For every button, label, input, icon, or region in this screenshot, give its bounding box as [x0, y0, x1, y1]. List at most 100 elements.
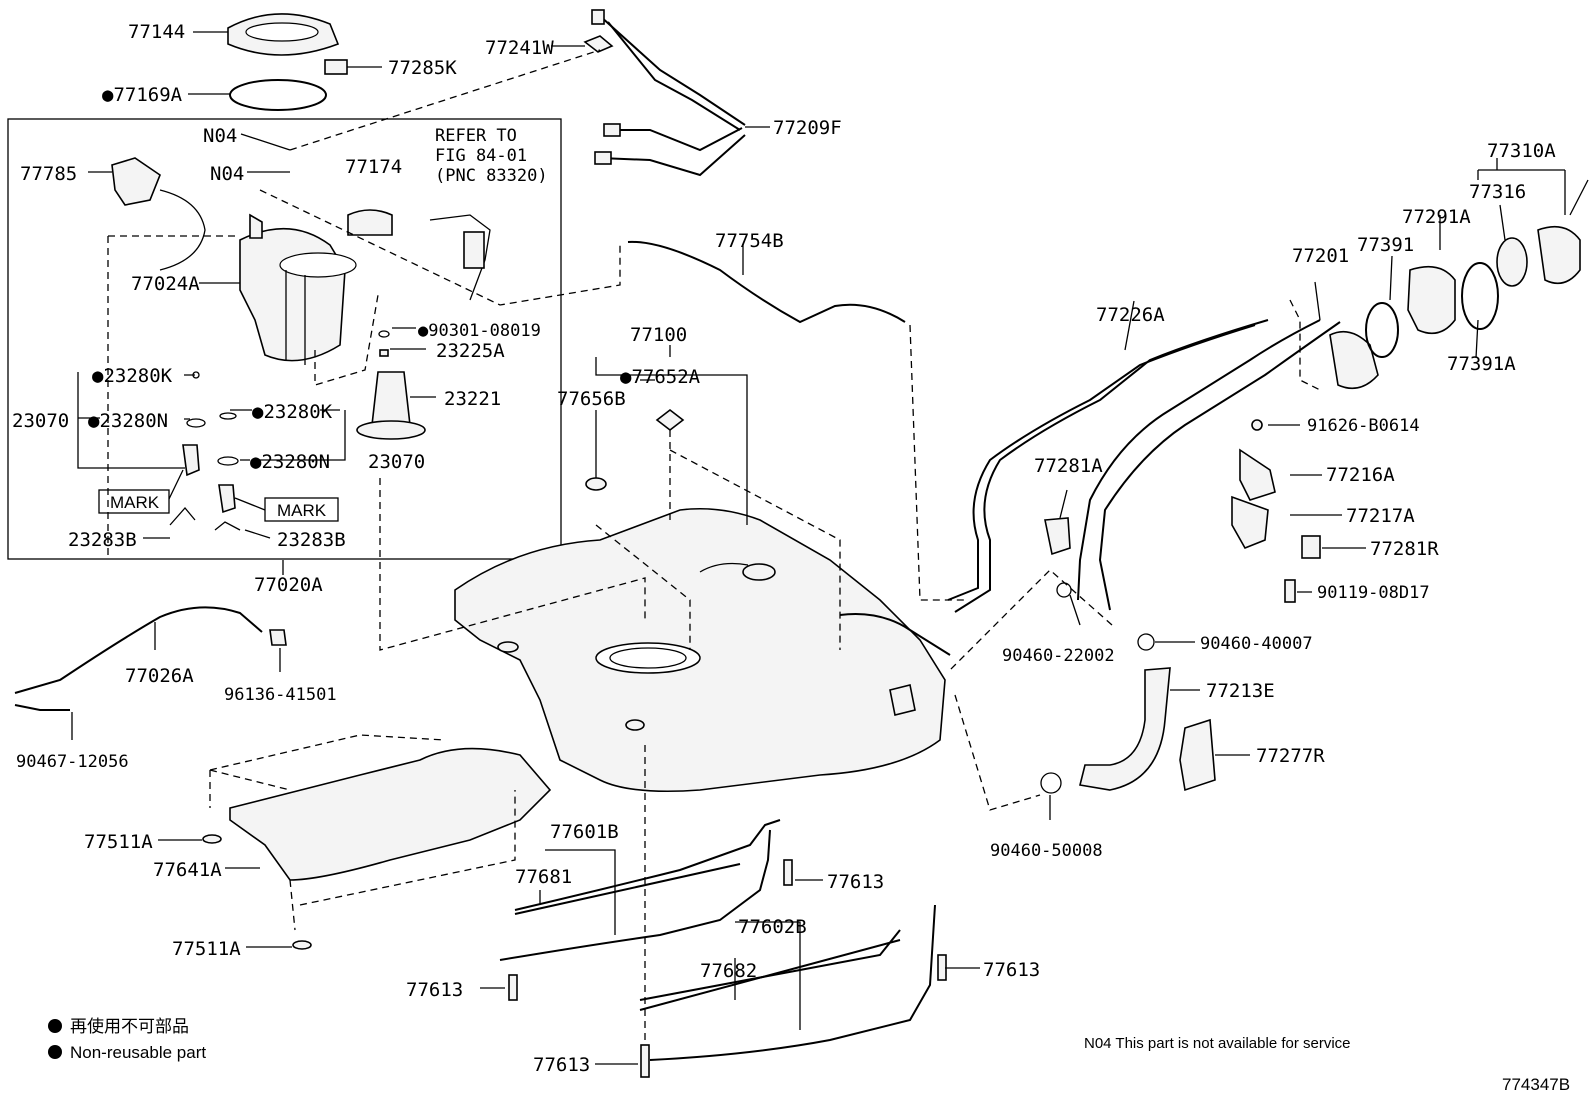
label-77285k: 77285K — [388, 57, 457, 79]
sender-unit — [429, 214, 491, 301]
label-23280n-1: ●23280N — [88, 410, 168, 432]
n04-note: N04 This part is not available for servi… — [1084, 1035, 1351, 1052]
label-23280k-1: ●23280K — [92, 365, 173, 387]
hose-77209f — [591, 9, 746, 177]
bracket-77217a — [1231, 495, 1269, 550]
mark-text-2: MARK — [277, 501, 327, 520]
label-23070-2: 23070 — [368, 451, 425, 473]
label-77682: 77682 — [700, 960, 757, 982]
label-77656b: 77656B — [557, 388, 626, 410]
label-77216a: 77216A — [1326, 464, 1395, 486]
hose-77213e — [1079, 667, 1171, 791]
label-77144: 77144 — [128, 21, 185, 43]
refer-line-2: FIG 84-01 — [435, 146, 527, 166]
tank-band-77601b — [499, 819, 781, 961]
label-77601b: 77601B — [550, 821, 619, 843]
label-77217a: 77217A — [1346, 505, 1415, 527]
label-77613-2: 77613 — [406, 979, 463, 1001]
label-n04-2: N04 — [210, 163, 244, 185]
label-23280n-2: ●23280N — [250, 451, 330, 473]
legend-jp: 再使用不可部品 — [70, 1016, 189, 1036]
label-77024a: 77024A — [131, 273, 200, 295]
connector-upper — [182, 444, 200, 477]
label-77391a: 77391A — [1447, 353, 1516, 375]
label-96136: 96136-41501 — [224, 685, 337, 705]
label-77026a: 77026A — [125, 665, 194, 687]
mark-box-1 — [98, 489, 170, 514]
label-77613-3: 77613 — [983, 959, 1040, 981]
label-23221: 23221 — [444, 388, 501, 410]
part-77174 — [347, 209, 393, 236]
clip-77281r — [1301, 535, 1321, 559]
label-91626: 91626-B0614 — [1307, 416, 1420, 436]
label-77201: 77201 — [1292, 245, 1349, 267]
label-77391: 77391 — [1357, 234, 1414, 256]
part-77652a — [655, 408, 685, 432]
pump-module-box — [7, 118, 562, 560]
label-77213e: 77213E — [1206, 680, 1275, 702]
label-77281r: 77281R — [1370, 538, 1439, 560]
label-23070-1: 23070 — [12, 410, 69, 432]
label-90460-40007: 90460-40007 — [1200, 634, 1313, 654]
label-77100: 77100 — [630, 324, 687, 346]
label-23280k-2: ●23280K — [252, 401, 333, 423]
label-77613-4: 77613 — [533, 1054, 590, 1076]
fuel-cap-group — [1365, 179, 1589, 358]
label-90467: 90467-12056 — [16, 752, 129, 772]
label-77511a-1: 77511A — [84, 831, 153, 853]
gasket-77169a — [229, 79, 327, 111]
label-77310a: 77310A — [1487, 140, 1556, 162]
label-77020a: 77020A — [254, 574, 323, 596]
clip-77285k — [324, 59, 348, 75]
label-90301: ●90301-08019 — [418, 321, 541, 341]
bolt-90119 — [1284, 579, 1296, 603]
label-77169a: ●77169A — [102, 84, 183, 106]
label-77681: 77681 — [515, 866, 572, 888]
label-77316: 77316 — [1469, 181, 1526, 203]
figure-id: 774347B — [1502, 1075, 1570, 1094]
pump-77024a — [239, 213, 357, 365]
grommet-77656b — [585, 477, 607, 491]
label-77511a-2: 77511A — [172, 938, 241, 960]
label-90119: 90119-08D17 — [1317, 583, 1430, 603]
label-77226a: 77226A — [1096, 304, 1165, 326]
hose-77226a — [954, 319, 1269, 613]
mark-text-1: MARK — [110, 493, 160, 512]
hose-77026a — [14, 606, 287, 711]
filler-pipe-77201 — [1077, 319, 1379, 611]
label-77241w: 77241W — [485, 37, 554, 59]
harness-77785 — [111, 157, 206, 271]
insulator-77641a — [229, 747, 552, 881]
filter-23221 — [356, 371, 426, 440]
label-77641a: 77641A — [153, 859, 222, 881]
legend-en: Non-reusable part — [70, 1043, 206, 1062]
bracket-77241w — [583, 35, 614, 53]
label-90460-22002: 90460-22002 — [1002, 646, 1115, 666]
label-77291a: 77291A — [1402, 206, 1471, 228]
label-77613-1: 77613 — [827, 871, 884, 893]
legend-dot-2 — [48, 1045, 62, 1059]
label-23225a: 23225A — [436, 340, 505, 362]
label-77277r: 77277R — [1256, 745, 1325, 767]
protector-77277r — [1179, 718, 1216, 792]
clip-77281a — [1044, 517, 1071, 556]
refer-line-1: REFER TO — [435, 126, 517, 146]
fuel-tank-77100 — [454, 507, 951, 793]
label-n04-1: N04 — [203, 125, 237, 147]
label-77174: 77174 — [345, 156, 402, 178]
pipe-77754b — [627, 240, 906, 324]
legend-dot-1 — [48, 1019, 62, 1033]
bracket-77216a — [1239, 448, 1276, 501]
label-77209f: 77209F — [773, 117, 842, 139]
label-90460-50008: 90460-50008 — [990, 841, 1103, 861]
label-77754b: 77754B — [715, 230, 784, 252]
label-23283b-2: 23283B — [277, 529, 346, 551]
retainer-ring-77144 — [227, 13, 340, 56]
refer-line-3: (PNC 83320) — [435, 166, 548, 186]
label-77281a: 77281A — [1034, 455, 1103, 477]
connector-lower — [218, 484, 236, 514]
label-77785: 77785 — [20, 163, 77, 185]
label-77602b: 77602B — [738, 916, 807, 938]
